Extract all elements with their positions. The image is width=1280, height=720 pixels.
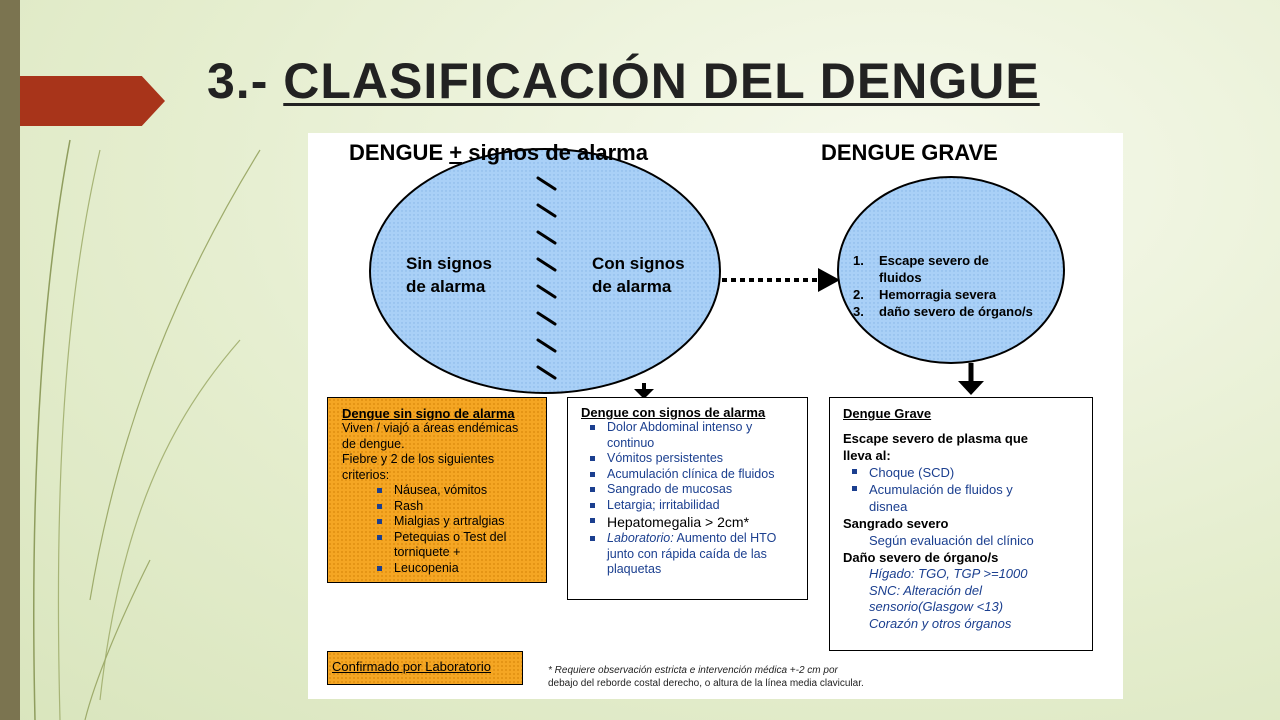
box3-dano-list: Hígado: TGO, TGP >=1000 SNC: Alteración … bbox=[869, 566, 1028, 631]
box3-sangrado: Sangrado severo bbox=[843, 516, 949, 531]
box3-escape: Escape severo de plasma que lleva al: bbox=[843, 431, 1028, 463]
slide-title: 3.- CLASIFICACIÓN DEL DENGUE bbox=[207, 52, 1040, 110]
zigzag-divider bbox=[536, 176, 557, 380]
arrow-down-head-1 bbox=[634, 389, 654, 399]
ellipse-dengue-grave bbox=[837, 176, 1065, 364]
box3-title: Dengue Grave bbox=[843, 406, 932, 421]
box3-dano: Daño severo de órgano/s bbox=[843, 550, 999, 565]
grave-numbered-list: 1.Escape severo de fluidos 2.Hemorragia … bbox=[853, 253, 1033, 319]
classification-diagram: DENGUE + signos de alarma DENGUE GRAVE S… bbox=[308, 133, 1123, 699]
title-number: 3.- bbox=[207, 53, 269, 109]
box-confirmado: Confirmado por Laboratorio bbox=[327, 651, 523, 685]
diagram-shapes bbox=[369, 148, 1065, 399]
box1-criteria-list: Náusea, vómitos Rash Mialgias y artralgi… bbox=[368, 483, 538, 576]
arrow-down-head-2 bbox=[958, 381, 984, 395]
decorative-leaves bbox=[33, 139, 261, 720]
box-dengue-sin-signo: Dengue sin signo de alarma Viven / viajó… bbox=[327, 397, 547, 583]
header-right: DENGUE GRAVE bbox=[821, 140, 998, 165]
footnote: * Requiere observación estricta e interv… bbox=[548, 665, 864, 689]
header-left: DENGUE + signos de alarma bbox=[349, 140, 648, 165]
box-dengue-con-signos: Dengue con signos de alarma Dolor Abdomi… bbox=[567, 397, 808, 600]
title-text: CLASIFICACIÓN DEL DENGUE bbox=[283, 53, 1040, 109]
left-accent-bar bbox=[0, 0, 20, 720]
dotted-arrow-head bbox=[818, 268, 840, 292]
box-dengue-grave: Dengue Grave Escape severo de plasma que… bbox=[829, 397, 1093, 651]
title-arrow-tab bbox=[20, 76, 165, 126]
box3-sangrado-sub: Según evaluación del clínico bbox=[869, 533, 1034, 548]
ellipse-left-label: Sin signos de alarma bbox=[406, 254, 492, 296]
ellipse-dengue-alarm bbox=[369, 148, 721, 394]
box1-title: Dengue sin signo de alarma bbox=[342, 406, 515, 421]
ellipse-mid-label: Con signos de alarma bbox=[592, 254, 685, 296]
box2-title: Dengue con signos de alarma bbox=[581, 405, 766, 420]
box1-description: Viven / viajó a áreas endémicas de dengu… bbox=[342, 421, 519, 482]
confirm-label: Confirmado por Laboratorio bbox=[332, 659, 491, 674]
